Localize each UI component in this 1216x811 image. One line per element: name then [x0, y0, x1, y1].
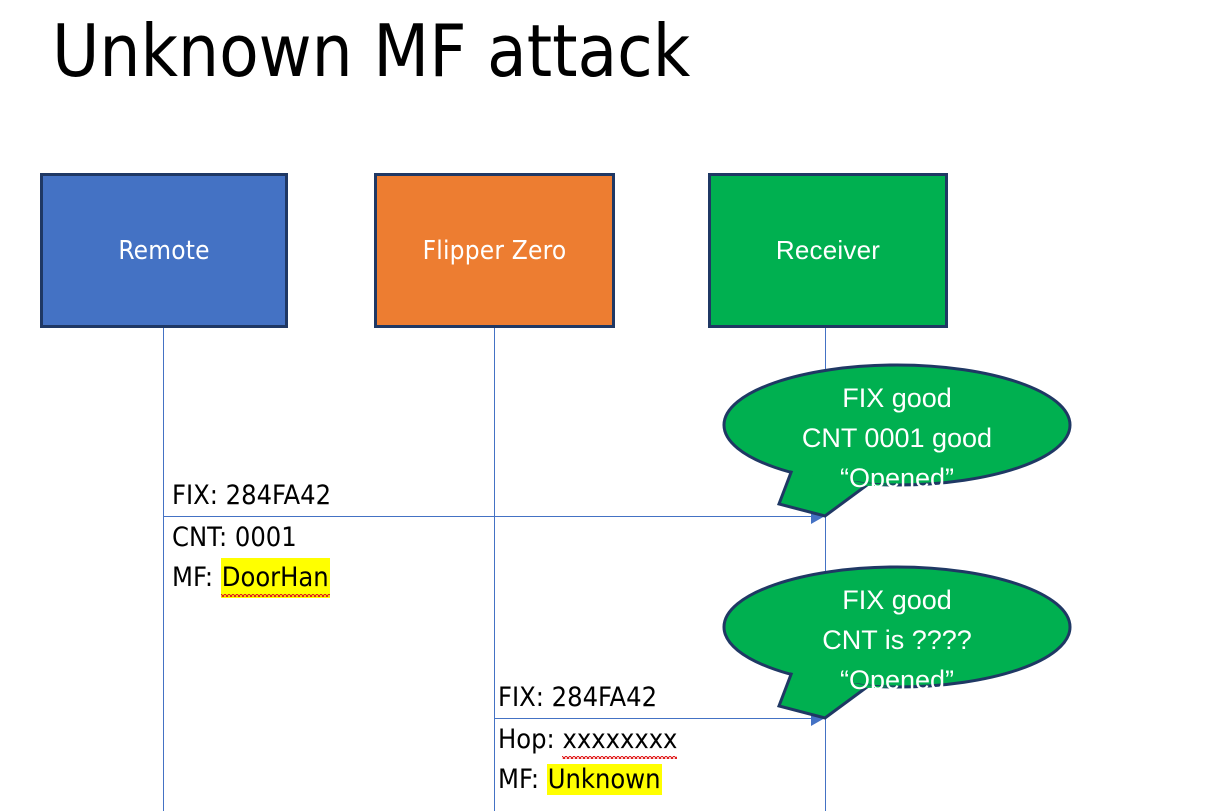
callout-shape-1 — [722, 363, 1072, 518]
actor-box-flipper-zero: Flipper Zero — [374, 173, 615, 328]
actor-box-remote: Remote — [40, 173, 288, 328]
message-1-line-2: CNT: 0001 — [172, 522, 297, 553]
callout-bubble-2: FIX good CNT is ???? “Opened” — [722, 565, 1072, 720]
message-1-line-1: FIX: 284FA42 — [172, 480, 332, 511]
actor-label-remote: Remote — [118, 235, 210, 266]
actor-label-receiver: Receiver — [775, 235, 881, 265]
message-1-mf-prefix: MF: — [172, 562, 221, 593]
message-2-line-2: Hop: xxxxxxxx — [498, 720, 677, 760]
message-arrow-line-1 — [163, 516, 818, 517]
lifeline-receiver — [825, 328, 826, 811]
callout-bubble-1: FIX good CNT 0001 good “Opened” — [722, 363, 1072, 518]
message-2-line-3: MF: Unknown — [498, 760, 677, 800]
message-2-hop-prefix: Hop: — [498, 724, 563, 755]
message-2-line-1: FIX: 284FA42 — [498, 682, 658, 713]
message-1-mf-value: DoorHan — [220, 558, 330, 598]
callout-shape-2 — [722, 565, 1072, 720]
actor-label-flipper-zero: Flipper Zero — [422, 235, 567, 266]
message-2-hop-value: xxxxxxxx — [562, 720, 677, 760]
message-2-mf-value: Unknown — [546, 764, 662, 795]
message-1-detail-block: CNT: 0001 MF: DoorHan — [172, 518, 330, 598]
page-title: Unknown MF attack — [52, 9, 691, 93]
message-1-line-3: MF: DoorHan — [172, 558, 330, 598]
message-2-detail-block: Hop: xxxxxxxx MF: Unknown — [498, 720, 677, 800]
lifeline-flipper-zero — [494, 328, 495, 811]
lifeline-remote — [163, 328, 164, 811]
message-2-mf-prefix: MF: — [498, 764, 547, 795]
actor-box-receiver: Receiver — [708, 173, 948, 328]
message-arrow-line-2 — [494, 718, 818, 719]
